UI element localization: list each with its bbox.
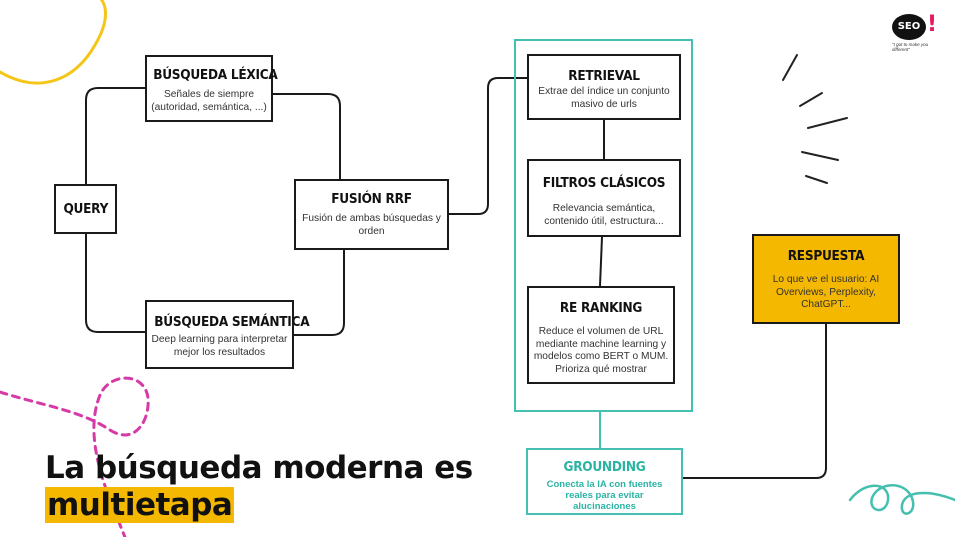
node-reranking-desc-2: mediante machine learning y: [535, 338, 667, 350]
node-retrieval-desc-1: Extrae del índice un conjunto: [538, 86, 670, 97]
node-query-title: QUERY: [63, 201, 108, 217]
node-filtros-clasicos: FILTROS CLÁSICOS Relevancia semántica, c…: [527, 159, 681, 237]
node-reranking-desc-4: Prioriza qué mostrar: [555, 363, 647, 375]
node-grounding: GROUNDING Conecta la IA con fuentes real…: [526, 448, 683, 515]
connector-fusion-retrieval: [449, 77, 527, 215]
node-fusion-desc-2: orden: [358, 225, 385, 237]
node-lexica-desc-1: Señales de siempre: [163, 89, 255, 100]
node-query: QUERY: [54, 184, 117, 234]
brand-logo: SEO ! "I got to make you different": [890, 12, 938, 56]
pipeline-frame: [514, 39, 693, 412]
connector-filtros-reranking: [599, 236, 603, 287]
node-fusion-rrf: FUSIÓN RRF Fusión de ambas búsquedas y o…: [294, 179, 449, 250]
node-re-ranking: RE RANKING Reduce el volumen de URL medi…: [527, 286, 675, 384]
node-fusion-title: FUSIÓN RRF: [331, 191, 412, 207]
brand-logo-exclamation-icon: !: [927, 12, 938, 37]
node-semantica-title: BÚSQUEDA SEMÁNTICA: [154, 314, 310, 330]
connector-query-semantica: [85, 234, 145, 333]
node-reranking-desc-1: Reduce el volumen de URL: [538, 326, 664, 337]
node-filtros-desc-2: contenido útil, estructura...: [544, 215, 664, 227]
node-respuesta-desc-3: ChatGPT...: [801, 299, 851, 310]
node-lexica-desc-2: (autoridad, semántica, ...): [151, 101, 267, 113]
brand-tagline: "I got to make you different": [892, 42, 929, 52]
node-semantica-desc-1: Deep learning para interpretar: [151, 334, 288, 345]
node-grounding-desc-1: Conecta la IA con fuentes: [546, 479, 663, 490]
node-respuesta: RESPUESTA Lo que ve el usuario: AI Overv…: [752, 234, 900, 324]
connector-query-lexica: [85, 87, 145, 184]
node-respuesta-desc-1: Lo que ve el usuario: AI: [772, 274, 880, 285]
burst-strokes: [782, 54, 848, 184]
node-grounding-desc-2: reales para evitar: [565, 490, 644, 501]
brand-logo-badge: SEO: [892, 14, 926, 40]
node-lexica-title: BÚSQUEDA LÉXICA: [153, 67, 278, 83]
headline-line-1: La búsqueda moderna es: [45, 450, 473, 486]
node-semantica-desc-2: mejor los resultados: [173, 346, 266, 358]
teal-swirl: [848, 484, 955, 515]
node-reranking-title: RE RANKING: [559, 300, 643, 316]
node-busqueda-semantica: BÚSQUEDA SEMÁNTICA Deep learning para in…: [145, 300, 310, 369]
connector-semantica-fusion: [294, 250, 345, 336]
node-respuesta-title: RESPUESTA: [787, 248, 865, 264]
node-filtros-title: FILTROS CLÁSICOS: [542, 175, 666, 191]
node-reranking-desc-3: modelos como BERT o MUM.: [533, 351, 669, 362]
node-respuesta-desc-2: Overviews, Perplexity,: [775, 286, 876, 298]
headline-highlight: multietapa: [45, 487, 235, 523]
node-retrieval: RETRIEVAL Extrae del índice un conjunto …: [527, 54, 681, 120]
yellow-squiggle: [0, 0, 107, 85]
node-retrieval-title: RETRIEVAL: [568, 68, 640, 84]
headline-line-2: multietapa: [45, 487, 235, 523]
node-grounding-title: GROUNDING: [563, 459, 646, 475]
connector-grounding-respuesta: [683, 324, 827, 479]
node-busqueda-lexica: BÚSQUEDA LÉXICA Señales de siempre (auto…: [145, 55, 278, 122]
node-filtros-desc-1: Relevancia semántica,: [552, 203, 656, 214]
node-retrieval-desc-2: masivo de urls: [571, 98, 637, 110]
node-fusion-desc-1: Fusión de ambas búsquedas y: [302, 213, 441, 224]
connector-lexica-fusion: [273, 93, 341, 179]
node-grounding-desc-3: alucinaciones: [573, 501, 636, 512]
